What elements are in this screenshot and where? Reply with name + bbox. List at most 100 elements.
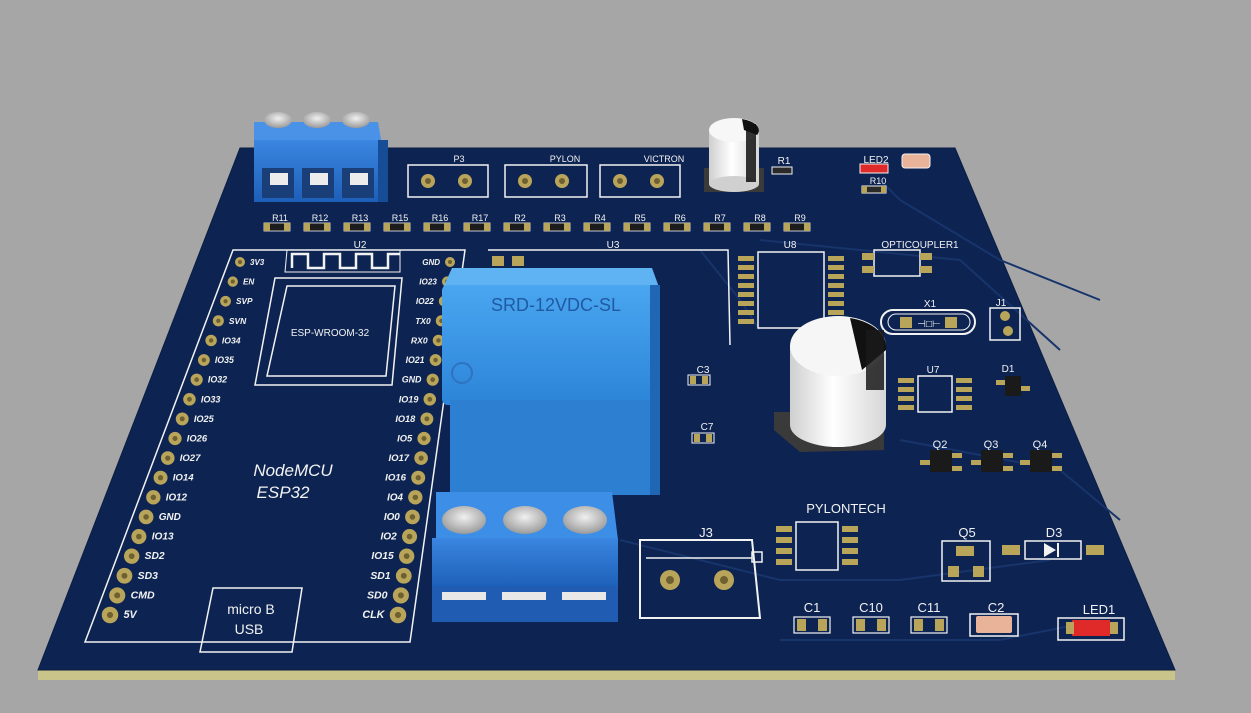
header-j1: J1	[989, 298, 1021, 341]
led-led2: LED2	[859, 153, 931, 174]
svg-text:Q2: Q2	[933, 439, 948, 451]
ic-u3: U3	[488, 240, 731, 346]
cap-c2: C2	[969, 600, 1019, 637]
svg-text:R17: R17	[472, 213, 489, 223]
diode-d1: D1	[996, 364, 1030, 396]
cap-c10: C10	[852, 600, 890, 634]
svg-text:R8: R8	[754, 213, 766, 223]
pin-r-io5: IO5	[397, 431, 431, 446]
pin-r-io2: IO2	[380, 529, 418, 545]
svg-text:Q5: Q5	[958, 525, 975, 540]
pin-gnd: GND	[138, 509, 181, 525]
connector-j3: J3	[639, 525, 763, 619]
crystal-x1: X1 ⊣□⊢	[880, 299, 976, 335]
transistor-row: Q2 Q3 Q4	[920, 439, 1062, 472]
resistor-r11: R11	[263, 213, 291, 232]
svg-text:R11: R11	[272, 213, 288, 223]
pin-io27: IO27	[160, 451, 201, 465]
svg-text:R16: R16	[432, 213, 449, 223]
svg-text:U7: U7	[927, 365, 940, 376]
svg-text:R6: R6	[674, 213, 686, 223]
pin-r-sd1: SD1	[370, 567, 412, 584]
svg-text:X1: X1	[924, 299, 937, 310]
resistor-r17: R17	[463, 213, 491, 232]
electrolytic-cap-large	[774, 316, 887, 452]
pin-io35: IO35	[197, 354, 234, 366]
svg-text:R10: R10	[870, 176, 887, 186]
pin-io12: IO12	[146, 490, 188, 505]
pin-io14: IO14	[153, 470, 195, 485]
connector-p3: P3	[407, 154, 489, 198]
svg-text:R4: R4	[594, 213, 606, 223]
svg-text:RX0: RX0	[411, 335, 428, 345]
pin-r-io17: IO17	[389, 451, 428, 465]
svg-text:CLK: CLK	[362, 609, 385, 621]
pin-r-io4: IO4	[387, 490, 423, 505]
svg-text:IO13: IO13	[152, 532, 174, 543]
svg-text:D1: D1	[1002, 364, 1015, 375]
svg-text:⊣□⊢: ⊣□⊢	[917, 319, 940, 330]
svg-text:GND: GND	[402, 375, 422, 385]
label-u2: U2	[354, 240, 367, 251]
left-pin-header: 3V3ENSVPSVNIO34IO35IO32IO33IO25IO26IO27I…	[101, 257, 265, 624]
svg-text:R12: R12	[312, 213, 329, 223]
resistor-r1: R1	[771, 156, 793, 175]
pin-io33: IO33	[183, 393, 220, 406]
svg-text:C3: C3	[697, 365, 710, 376]
svg-text:micro B: micro B	[227, 601, 274, 617]
svg-text:SD0: SD0	[367, 589, 388, 601]
svg-text:C11: C11	[918, 600, 941, 615]
pin-r-gnd: GND	[402, 373, 439, 386]
svg-text:R15: R15	[392, 213, 409, 223]
pin-r-rx0: RX0	[411, 334, 445, 347]
svg-text:CMD: CMD	[131, 589, 155, 601]
transistor-q5: Q5	[941, 525, 991, 582]
diode-d3: D3	[1002, 525, 1104, 560]
resistor-r7: R7	[703, 213, 731, 232]
svg-text:J3: J3	[699, 525, 713, 540]
svg-text:C10: C10	[859, 600, 883, 615]
label-victron: VICTRON	[644, 154, 685, 164]
pin-cmd: CMD	[109, 587, 155, 604]
svg-text:Q3: Q3	[984, 439, 999, 451]
resistor-r2: R2	[503, 213, 531, 232]
cap-c1: C1	[793, 600, 831, 634]
resistor-r16: R16	[423, 213, 451, 232]
cap-c3: C3	[687, 365, 711, 386]
resistor-r9: R9	[783, 213, 811, 232]
svg-text:LED1: LED1	[1083, 602, 1116, 617]
svg-text:IO25: IO25	[194, 414, 215, 424]
resistor-r6: R6	[663, 213, 691, 232]
svg-text:IO17: IO17	[389, 453, 410, 464]
pin-svp: SVP	[220, 295, 253, 307]
antenna-trace	[290, 252, 400, 270]
svg-text:IO5: IO5	[397, 434, 413, 444]
svg-text:SD1: SD1	[370, 571, 390, 582]
svg-text:SVN: SVN	[229, 316, 247, 326]
transistor-q4: Q4	[1020, 439, 1062, 472]
svg-text:IO16: IO16	[385, 473, 407, 484]
svg-text:IO26: IO26	[187, 434, 208, 444]
pin-3v3: 3V3	[235, 257, 265, 267]
svg-text:IO27: IO27	[180, 453, 201, 464]
resistor-r12: R12	[303, 213, 331, 232]
svg-text:IO21: IO21	[406, 355, 425, 365]
svg-text:Q4: Q4	[1033, 439, 1048, 451]
transistor-q2: Q2	[920, 439, 962, 472]
usb-connector-outline: micro B USB	[199, 587, 303, 653]
svg-text:LED2: LED2	[863, 155, 888, 166]
module-name-1: NodeMCU	[253, 461, 333, 480]
pin-io26: IO26	[168, 431, 208, 446]
svg-text:GND: GND	[422, 258, 440, 267]
ic-u8: U8	[738, 240, 844, 329]
pin-en: EN	[227, 276, 254, 287]
terminal-block-bottom	[432, 492, 618, 622]
svg-text:IO14: IO14	[173, 473, 195, 484]
svg-text:SVP: SVP	[236, 296, 253, 306]
svg-text:IO23: IO23	[419, 278, 437, 287]
pin-io25: IO25	[175, 412, 215, 426]
svg-text:IO2: IO2	[380, 532, 397, 543]
shield-can	[254, 277, 403, 386]
